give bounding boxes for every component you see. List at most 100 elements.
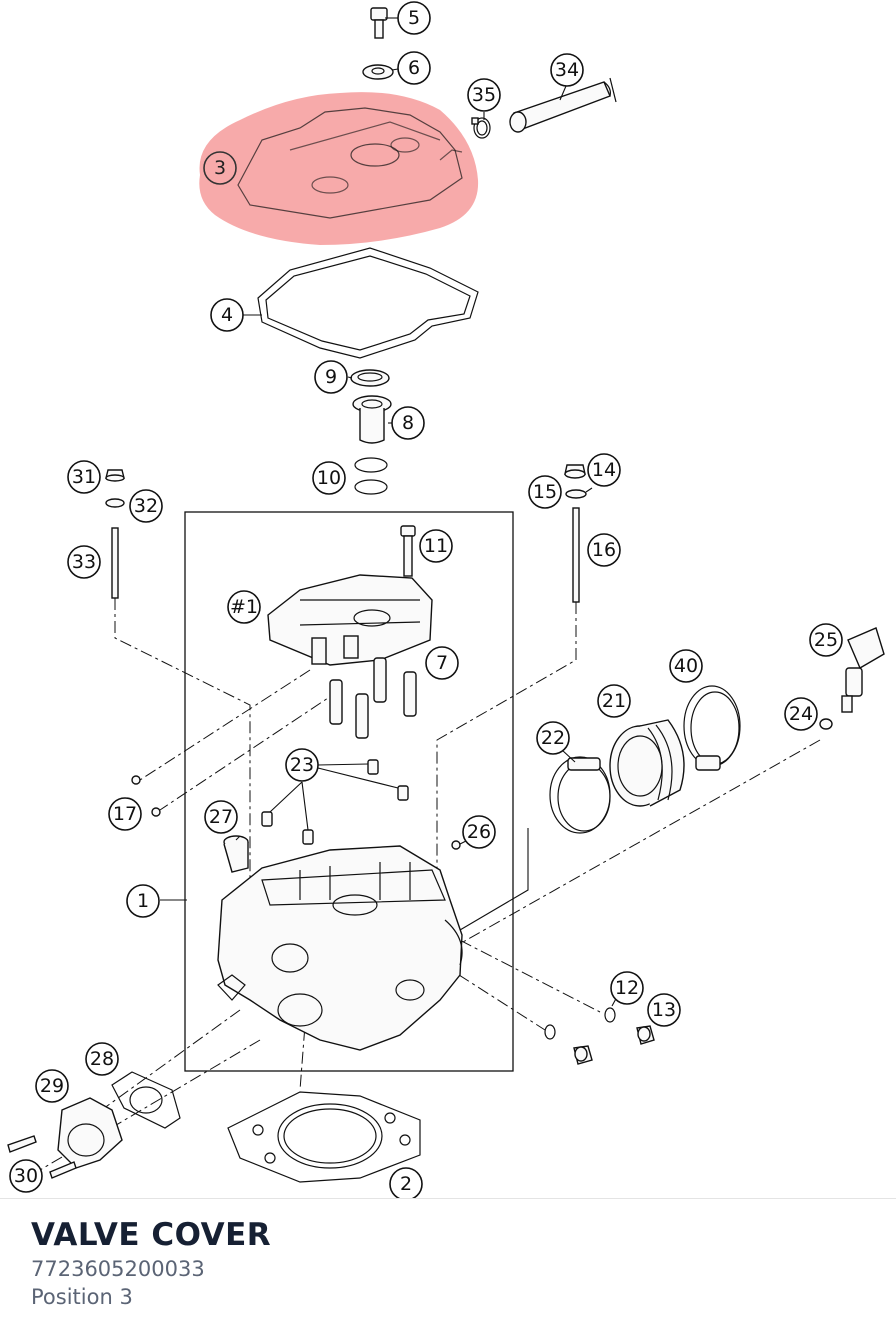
svg-text:26: 26	[467, 821, 491, 843]
cylinder-head-group-frame	[184, 511, 514, 1072]
exhaust-flange-part-29[interactable]	[57, 1097, 123, 1169]
stud-part-16[interactable]	[572, 507, 580, 603]
seal-ring-part-9[interactable]	[350, 369, 390, 387]
seal-ring-part-12[interactable]	[604, 1007, 616, 1023]
washer-part-6[interactable]	[362, 64, 394, 80]
svg-text:8: 8	[402, 412, 414, 434]
svg-text:13: 13	[652, 999, 676, 1021]
bolt-part-11[interactable]	[400, 525, 416, 577]
callout-4[interactable]: 4	[210, 298, 244, 332]
stud-part-33[interactable]	[111, 527, 119, 599]
valve-guides-part-7[interactable]	[329, 657, 417, 739]
plugs-part-17[interactable]	[131, 775, 161, 817]
callout-35[interactable]: 35	[467, 78, 501, 112]
svg-text:14: 14	[592, 459, 616, 481]
screw-part-26[interactable]	[451, 840, 461, 850]
bolt-part-5[interactable]	[370, 7, 388, 39]
callout-32[interactable]: 32	[129, 489, 163, 523]
callout-13[interactable]: 13	[647, 993, 681, 1027]
callout-24[interactable]: 24	[784, 697, 818, 731]
callout-12[interactable]: 12	[610, 971, 644, 1005]
valve-cover-part-3[interactable]	[199, 92, 479, 246]
valve-cover-gasket-part-4[interactable]	[257, 247, 479, 359]
svg-text:10: 10	[317, 467, 341, 489]
stud-nut-part-14[interactable]	[564, 464, 586, 479]
seal-and-plug-lower[interactable]	[544, 1024, 593, 1065]
svg-text:32: 32	[134, 495, 158, 517]
callout-3[interactable]: 3	[203, 151, 237, 185]
exhaust-gasket-part-28[interactable]	[111, 1071, 181, 1129]
callout-2[interactable]: 2	[389, 1167, 423, 1200]
callout-30[interactable]: 30	[9, 1159, 43, 1193]
svg-text:3: 3	[214, 157, 226, 179]
callout-1a[interactable]: #1	[227, 590, 261, 624]
callout-40[interactable]: 40	[669, 649, 703, 683]
svg-text:27: 27	[209, 806, 233, 828]
washer-part-32[interactable]	[105, 498, 125, 508]
svg-text:6: 6	[408, 57, 420, 79]
svg-text:23: 23	[290, 754, 314, 776]
part-number: 7723605200033	[31, 1257, 205, 1281]
svg-text:12: 12	[615, 977, 639, 999]
callout-22[interactable]: 22	[536, 721, 570, 755]
callout-21[interactable]: 21	[597, 684, 631, 718]
part-info-panel: VALVE COVER 7723605200033 Position 3	[0, 1198, 896, 1336]
spark-plug-tube-part-8[interactable]	[352, 395, 392, 444]
callout-8[interactable]: 8	[391, 406, 425, 440]
callout-28[interactable]: 28	[85, 1042, 119, 1076]
clamp-part-22[interactable]	[549, 756, 611, 834]
svg-text:1: 1	[137, 890, 149, 912]
plug-part-13[interactable]	[636, 1025, 655, 1045]
spark-plug-part-27[interactable]	[223, 835, 249, 873]
callout-15[interactable]: 15	[528, 475, 562, 509]
svg-text:29: 29	[40, 1075, 64, 1097]
callout-23[interactable]: 23	[285, 748, 319, 782]
camshaft-carrier-part-1a[interactable]	[267, 574, 433, 666]
intake-flange-part-21[interactable]	[609, 719, 685, 807]
exploded-parts-diagram: 5 6 34 35 3 4 9 8 10 31 32 33 14 15 16 1…	[7, 1, 885, 1200]
callout-16[interactable]: 16	[587, 533, 621, 567]
callout-25[interactable]: 25	[809, 623, 843, 657]
svg-text:11: 11	[424, 535, 448, 557]
callout-9[interactable]: 9	[314, 360, 348, 394]
svg-text:22: 22	[541, 727, 565, 749]
svg-text:15: 15	[533, 481, 557, 503]
svg-text:17: 17	[113, 803, 137, 825]
cylinder-head-part-1[interactable]	[217, 845, 463, 1051]
hose-clamp-part-35[interactable]	[471, 117, 491, 139]
screws-part-30[interactable]	[7, 1135, 77, 1179]
callout-17[interactable]: 17	[108, 797, 142, 831]
callout-5[interactable]: 5	[397, 1, 431, 35]
callout-6[interactable]: 6	[397, 51, 431, 85]
head-gasket-part-2[interactable]	[227, 1091, 421, 1183]
callout-10[interactable]: 10	[312, 461, 346, 495]
clamp-ring-part-40[interactable]	[683, 685, 741, 771]
callout-11[interactable]: 11	[419, 529, 453, 563]
svg-text:5: 5	[408, 7, 420, 29]
o-rings-part-10[interactable]	[354, 457, 388, 495]
stud-nut-part-31[interactable]	[105, 469, 125, 482]
svg-text:2: 2	[400, 1173, 412, 1195]
seal-ring-part-24[interactable]	[819, 718, 833, 730]
svg-text:24: 24	[789, 703, 813, 725]
callout-26[interactable]: 26	[462, 815, 496, 849]
callout-1[interactable]: 1	[126, 884, 160, 918]
svg-text:21: 21	[602, 690, 626, 712]
svg-text:4: 4	[221, 304, 233, 326]
callout-14[interactable]: 14	[587, 453, 621, 487]
callout-29[interactable]: 29	[35, 1069, 69, 1103]
svg-text:9: 9	[325, 366, 337, 388]
svg-text:28: 28	[90, 1048, 114, 1070]
sensor-part-25[interactable]	[841, 627, 885, 713]
callout-33[interactable]: 33	[67, 545, 101, 579]
dowel-pins-part-23[interactable]	[261, 759, 409, 845]
svg-text:7: 7	[436, 652, 448, 674]
callout-7[interactable]: 7	[425, 646, 459, 680]
breather-hose-part-34[interactable]	[509, 77, 617, 133]
svg-text:30: 30	[14, 1165, 38, 1187]
callout-34[interactable]: 34	[550, 53, 584, 87]
part-title: VALVE COVER	[31, 1217, 272, 1253]
washer-part-15[interactable]	[565, 489, 587, 499]
callout-31[interactable]: 31	[67, 460, 101, 494]
callout-27[interactable]: 27	[204, 800, 238, 834]
